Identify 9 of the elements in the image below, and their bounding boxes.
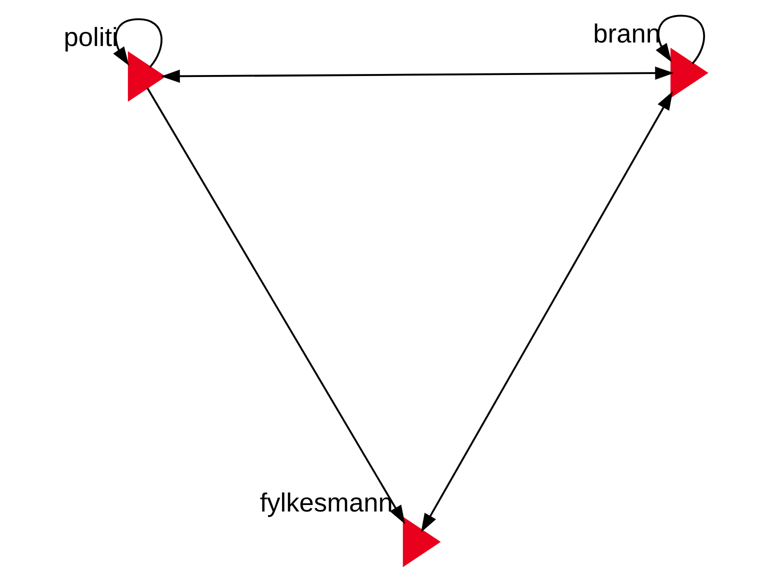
arrow [112,18,162,68]
arrow [146,88,405,524]
node-label: fylkesmann [259,487,392,518]
arrow [160,66,674,83]
node-triangle [670,48,708,98]
node-triangle [402,516,440,568]
node-triangle [127,51,166,102]
arrow [420,91,672,532]
arrow [655,14,704,64]
